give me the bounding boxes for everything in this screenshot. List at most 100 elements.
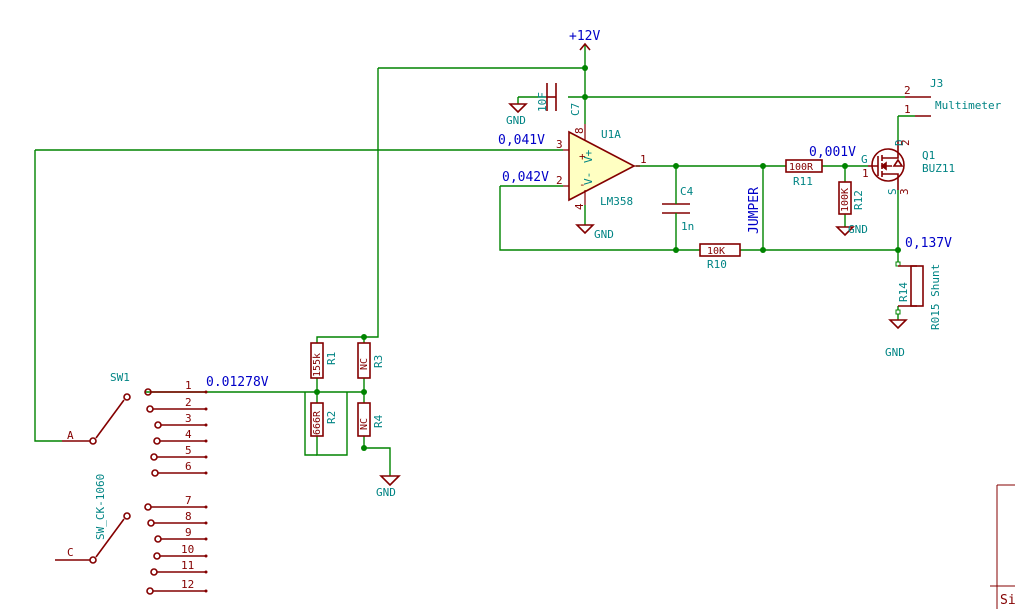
j3-pin1: 1 <box>904 103 911 116</box>
r14-ref: R14 <box>897 282 910 302</box>
title-block: Si <box>990 484 1015 609</box>
c4-value: 1n <box>681 220 694 233</box>
sw1-contact-12 <box>146 587 154 595</box>
sw1-contact-end-2 <box>204 407 208 411</box>
sw1-contact-end-10 <box>204 554 208 558</box>
voltage-gate: 0,001V <box>809 145 856 160</box>
gnd-label: GND <box>885 346 905 359</box>
opamp-vplus-label: V+ <box>582 149 595 163</box>
sw1-position-label: 10 <box>181 543 194 556</box>
sw1-position-label: 8 <box>185 510 192 523</box>
q1-pin1: 1 <box>862 167 869 180</box>
r3-value: NC <box>359 358 370 370</box>
sw1-position-label: 4 <box>185 428 192 441</box>
opamp-minus-sign: - <box>579 178 586 191</box>
opamp-pin-minus: 2 <box>556 174 563 187</box>
r11-value: 100R <box>789 162 814 173</box>
sw1-contact-end-9 <box>204 537 208 541</box>
vcc-symbol: +12V <box>569 29 600 51</box>
vcc-label: +12V <box>569 29 600 44</box>
resistor-r2: 666R R2 <box>310 402 338 437</box>
resistor-r10: 10K R10 <box>699 243 741 271</box>
sw1-contact-end-7 <box>204 505 208 509</box>
r4-ref: R4 <box>372 414 385 428</box>
sw1-position-label: 3 <box>185 412 192 425</box>
r10-ref: R10 <box>707 258 727 271</box>
q1-pin-d: D <box>893 139 906 146</box>
opamp-u1a: + - V+ V- 3 2 1 8 4 U1A LM358 <box>556 124 647 210</box>
sw1-common-c: C <box>67 546 74 559</box>
gnd-symbol-opamp: GND <box>575 224 614 241</box>
capacitor-c7: 10F C7 <box>536 83 582 116</box>
opamp-pin-out: 1 <box>640 153 647 166</box>
jumper-label: JUMPER <box>747 187 762 234</box>
gnd-symbol-shunt: GND <box>885 319 908 359</box>
q1-pin-s: S <box>886 188 899 195</box>
q1-value: BUZ11 <box>922 162 955 175</box>
sw1-contact-end-11 <box>204 570 208 574</box>
gnd-symbol-r12: GND <box>835 223 868 237</box>
opamp-vminus-label: V- <box>582 172 595 185</box>
sw1-contact-end-4 <box>204 439 208 443</box>
gnd-label: GND <box>376 486 396 499</box>
c4-ref: C4 <box>680 185 694 198</box>
sw1-contact-end-1 <box>204 390 208 394</box>
sw1-contact-6 <box>151 469 159 477</box>
opamp-ref: U1A <box>601 128 621 141</box>
sw1-position-label: 7 <box>185 494 192 507</box>
opamp-pin-vn: 4 <box>573 203 586 210</box>
resistor-r3: NC R3 <box>357 342 385 379</box>
r14-value: R015 Shunt <box>929 264 942 330</box>
sw1-contact-end-5 <box>204 455 208 459</box>
sw1-contact-end-8 <box>204 521 208 525</box>
sw1-contact-2 <box>146 405 154 413</box>
j3-pin2: 2 <box>904 84 911 97</box>
sw1-position-label: 11 <box>181 559 194 572</box>
q1-ref: Q1 <box>922 149 935 162</box>
opamp-pin-plus: 3 <box>556 138 563 151</box>
resistor-r1: 155k R1 <box>310 342 338 379</box>
gnd-label: GND <box>594 228 614 241</box>
sw1-position-label: 9 <box>185 526 192 539</box>
r1-ref: R1 <box>325 352 338 365</box>
voltage-plus-input: 0,041V <box>498 133 545 148</box>
q1-pin-g: G <box>861 153 868 166</box>
sw1-contact-end-12 <box>204 589 208 593</box>
sw1-contact-10 <box>153 552 161 560</box>
r10-value: 10K <box>707 246 725 257</box>
q1-pin3: 3 <box>898 188 911 195</box>
voltage-divider: 0.01278V <box>206 375 269 390</box>
resistor-r4: NC R4 <box>357 402 385 437</box>
junctions <box>314 65 901 451</box>
sw1-contact-9 <box>154 535 162 543</box>
sw1-common-a: A <box>67 429 74 442</box>
voltage-minus-input: 0,042V <box>502 170 549 185</box>
r12-ref: R12 <box>852 190 865 210</box>
c7-ref: C7 <box>569 103 582 116</box>
sw1-contact-end-6 <box>204 471 208 475</box>
capacitor-c4: C4 1n <box>662 185 694 233</box>
connector-j3: 2 1 J3 Multimeter <box>904 77 1002 117</box>
r11-ref: R11 <box>793 175 813 188</box>
mosfet-q1: G 1 D 2 S 3 Q1 BUZ11 <box>861 139 955 195</box>
q1-pin2: 2 <box>899 139 912 146</box>
sw1-contact-7 <box>144 503 152 511</box>
opamp-pin-vp: 8 <box>573 127 586 134</box>
j3-label: Multimeter <box>935 99 1002 112</box>
sw1-contact-8 <box>147 519 155 527</box>
r4-value: NC <box>359 418 370 430</box>
resistor-r12: 100K R12 <box>838 181 865 215</box>
sw1-position-label: 5 <box>185 444 192 457</box>
sw1-position-label: 12 <box>181 578 194 591</box>
r2-ref: R2 <box>325 411 338 424</box>
r1-value: 155k <box>312 353 323 377</box>
gnd-symbol-c7: GND <box>506 103 528 127</box>
r2-value: 666R <box>312 410 323 435</box>
c7-value: 10F <box>536 92 549 112</box>
opamp-plus-sign: + <box>579 150 586 163</box>
r3-ref: R3 <box>372 355 385 368</box>
sw1-contact-end-3 <box>204 423 208 427</box>
sw1-contact-4 <box>153 437 161 445</box>
voltage-shunt: 0,137V <box>905 236 952 251</box>
